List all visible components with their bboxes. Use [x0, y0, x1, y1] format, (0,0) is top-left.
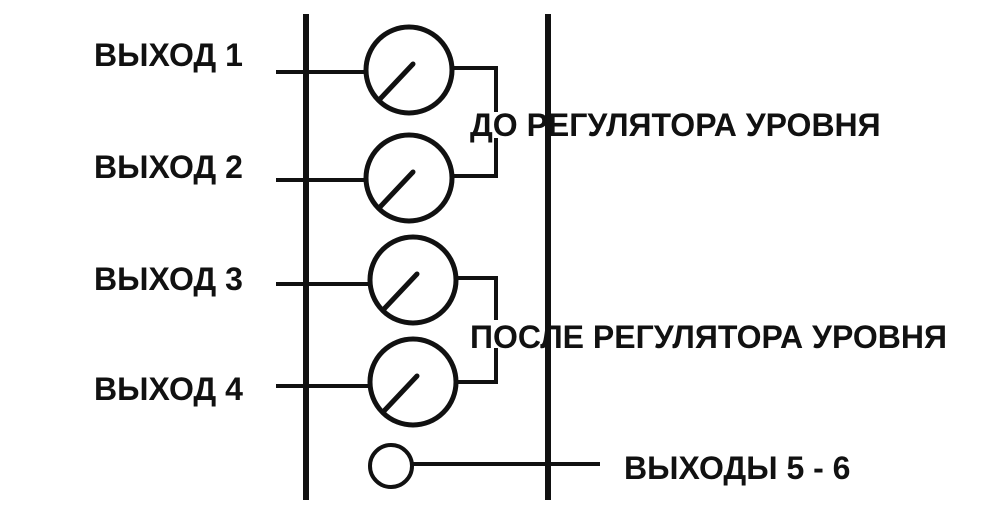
output-3-bracket [454, 276, 498, 320]
output-3-knob-pointer-icon [381, 271, 420, 312]
output-4-label: ВЫХОД 4 [94, 371, 243, 407]
output-2-bracket [450, 138, 498, 178]
output-1-knob-pointer-icon [377, 61, 416, 102]
output-3-label: ВЫХОД 3 [94, 261, 243, 297]
output-2-row: ВЫХОД 2 [94, 132, 498, 224]
outputs-5-6-label: ВЫХОДЫ 5 - 6 [624, 450, 850, 486]
output-2-label: ВЫХОД 2 [94, 149, 243, 185]
output-4-bracket [454, 348, 498, 384]
outputs-5-6-row: ВЫХОДЫ 5 - 6 [368, 443, 850, 489]
output-3-row: ВЫХОД 3 [94, 234, 498, 326]
post-level-group-label: ПОСЛЕ РЕГУЛЯТОРА УРОВНЯ [470, 319, 947, 355]
outputs-5-6-jack-icon [368, 443, 414, 489]
output-1-bracket [450, 66, 498, 112]
output-4-knob-pointer-icon [381, 373, 420, 414]
output-2-knob-pointer-icon [377, 169, 416, 210]
pre-level-group-label: ДО РЕГУЛЯТОРА УРОВНЯ [470, 107, 881, 143]
output-1-row: ВЫХОД 1 [94, 24, 498, 116]
output-1-label: ВЫХОД 1 [94, 37, 243, 73]
output-4-row: ВЫХОД 4 [94, 336, 498, 428]
